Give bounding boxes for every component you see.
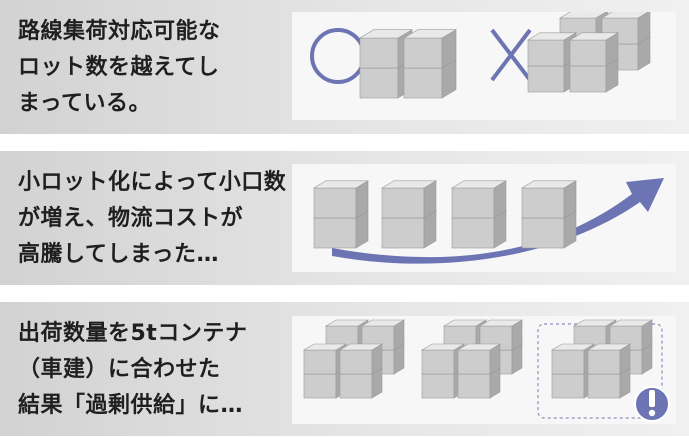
cube-front	[403, 67, 443, 99]
cube-front	[527, 65, 565, 93]
panel-1-line-1: 路線集荷対応可能な	[18, 19, 221, 44]
panel-2-illustration	[292, 164, 676, 272]
panel-3-text: 出荷数量を5tコンテナ （車建）に合わせた 結果「過剰供給」に…	[18, 316, 288, 424]
rising-arrow-icon	[332, 178, 664, 264]
cube-top	[600, 12, 649, 19]
cube-front	[569, 65, 607, 93]
cube-top	[450, 180, 508, 189]
cube-front	[313, 217, 357, 249]
cube-front	[381, 187, 425, 219]
cube-front	[527, 39, 565, 67]
cube-front	[421, 373, 455, 399]
ok-circle-icon	[310, 28, 366, 84]
cube-front	[403, 37, 443, 69]
cube-front	[421, 349, 455, 375]
cube-front	[587, 349, 621, 375]
cube-top	[520, 180, 578, 189]
panel-1-illustration	[292, 12, 676, 120]
panel-3-line-3: 結果「過剰供給」に…	[18, 393, 244, 418]
panel-3-line-2: （車建）に合わせた	[18, 357, 221, 382]
cube-top	[302, 343, 348, 351]
cube-top	[358, 29, 414, 39]
cube-front	[521, 187, 565, 219]
cube-group-3	[550, 319, 654, 399]
panel-1-text: 路線集荷対応可能な ロット数を越えてし まっている。	[18, 14, 288, 122]
panel-1-line-3: まっている。	[18, 91, 152, 116]
panel-1-line-2: ロット数を越えてし	[18, 55, 220, 80]
cube-front	[569, 39, 607, 67]
cube-top	[420, 343, 466, 351]
cube-top	[526, 32, 578, 41]
cube-front	[303, 373, 337, 399]
cube-group-2	[420, 319, 524, 399]
cube-top	[402, 29, 458, 39]
cube-top	[324, 319, 370, 327]
cube-stack-small	[358, 29, 458, 99]
cube-top	[478, 319, 524, 327]
panel-2-line-2: が増え、物流コストが	[18, 206, 244, 231]
panel-small-lots: 小ロット化によって小口数 が増え、物流コストが 高騰してしまった…	[0, 151, 689, 285]
cube-front	[359, 67, 399, 99]
cube-top	[568, 32, 620, 41]
panel-oversupply: 出荷数量を5tコンテナ （車建）に合わせた 結果「過剰供給」に…	[0, 302, 689, 436]
cube-front	[339, 349, 373, 375]
cube-front	[521, 217, 565, 249]
panel-lot-limit: 路線集荷対応可能な ロット数を越えてし まっている。	[0, 0, 689, 134]
cube-front	[339, 373, 373, 399]
cube-front	[303, 349, 337, 375]
panel-2-line-3: 高騰してしまった…	[18, 242, 219, 267]
cube-top	[558, 12, 607, 19]
cube-top	[380, 180, 438, 189]
cube-front	[381, 217, 425, 249]
cube-front	[587, 373, 621, 399]
cube-group-1	[302, 319, 406, 399]
panel-2-line-1: 小ロット化によって小口数	[18, 170, 287, 195]
cube-top	[550, 343, 596, 351]
cube-top	[608, 319, 654, 327]
warning-icon	[634, 386, 670, 422]
cube-front	[457, 349, 491, 375]
cube-front	[451, 187, 495, 219]
cube-top	[456, 343, 502, 351]
panel-2-text: 小ロット化によって小口数 が増え、物流コストが 高騰してしまった…	[18, 165, 288, 273]
cube-front	[457, 373, 491, 399]
panel-3-line-1: 出荷数量を5tコンテナ	[18, 321, 248, 346]
cube-front	[313, 187, 357, 219]
cube-top	[312, 180, 370, 189]
cube-row	[312, 180, 578, 249]
cube-front	[451, 217, 495, 249]
cube-stack-large	[526, 12, 652, 93]
cube-top	[338, 343, 384, 351]
ng-cross-icon	[490, 28, 532, 82]
cube-front	[551, 349, 585, 375]
cube-top	[572, 319, 618, 327]
cube-front	[551, 373, 585, 399]
cube-front	[359, 37, 399, 69]
panel-3-illustration	[292, 316, 676, 424]
cube-top	[586, 343, 632, 351]
cube-top	[442, 319, 488, 327]
cube-top	[360, 319, 406, 327]
